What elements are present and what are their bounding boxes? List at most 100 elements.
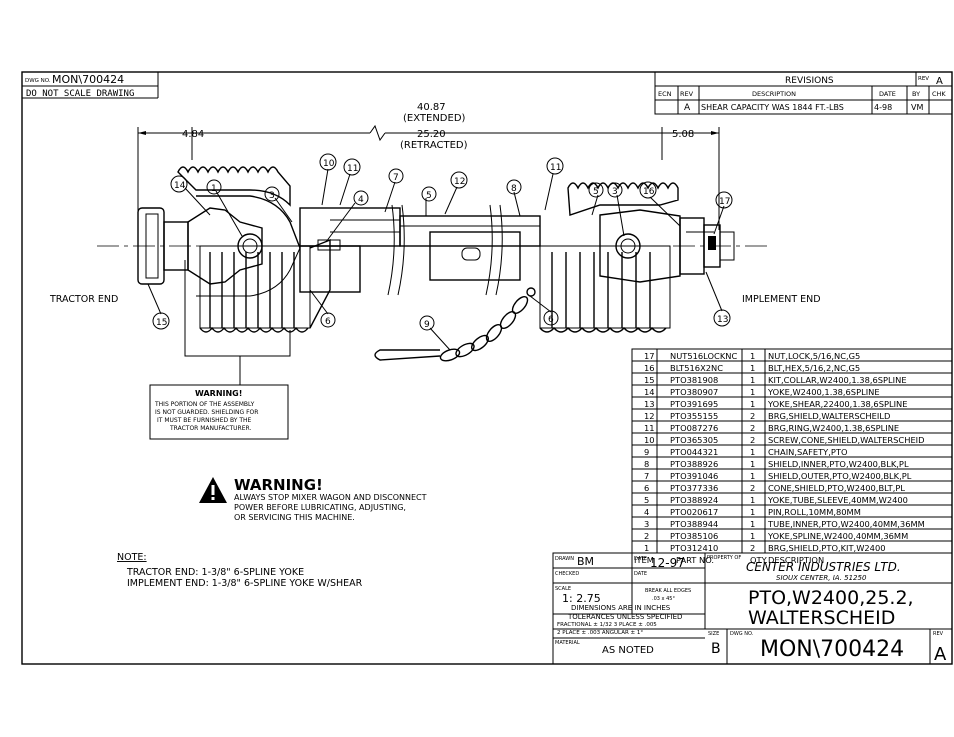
bom-cell: PTO381908 bbox=[670, 375, 718, 385]
bom-cell: 10 bbox=[644, 435, 655, 445]
date-label: DATE bbox=[634, 556, 647, 562]
balloon: 7 bbox=[388, 168, 404, 184]
warning-box: WARNING! THIS PORTION OF THE ASSEMBLY IS… bbox=[149, 384, 289, 440]
material-label: MATERIAL bbox=[555, 640, 580, 646]
drawn-by: BM bbox=[577, 555, 594, 568]
bom-cell: YOKE,SPLINE,W2400,40MM,36MM bbox=[767, 531, 908, 541]
bom-cell: 16 bbox=[644, 363, 655, 373]
size-label: SIZE bbox=[708, 631, 719, 637]
balloon: 8 bbox=[506, 179, 522, 195]
bom-cell: 1 bbox=[750, 519, 755, 529]
rev-header-ecn: ECN bbox=[658, 90, 672, 98]
bom-cell: 7 bbox=[644, 471, 649, 481]
svg-text:9: 9 bbox=[424, 320, 430, 330]
inner-tube bbox=[399, 215, 541, 247]
bom-cell: CONE,SHIELD,PTO,W2400,BLT,PL bbox=[768, 483, 905, 493]
svg-text:11: 11 bbox=[347, 164, 358, 174]
dim-left: 4.84 bbox=[182, 129, 204, 140]
balloon: 17 bbox=[715, 191, 733, 209]
material-value: AS NOTED bbox=[602, 645, 654, 656]
bom-cell: PTO020617 bbox=[670, 507, 718, 517]
bom-cell: BRG,SHIELD,PTO,KIT,W2400 bbox=[768, 543, 886, 553]
bom-cell: 2 bbox=[750, 543, 755, 553]
bom-cell: PTO388924 bbox=[670, 495, 718, 505]
balloon: 5 bbox=[421, 186, 437, 202]
bom-cell: NUT,LOCK,5/16,NC,G5 bbox=[768, 351, 860, 361]
revisions-table: REVISIONS REV A ECN REV DESCRIPTION DATE… bbox=[654, 71, 953, 115]
bom-cell: 1 bbox=[750, 471, 755, 481]
dim-extended-label: (EXTENDED) bbox=[403, 113, 466, 124]
bom-cell: NUT516LOCKNC bbox=[670, 351, 737, 361]
implement-end-label: IMPLEMENT END bbox=[742, 294, 821, 305]
company-name: CENTER INDUSTRIES LTD. bbox=[746, 560, 901, 574]
svg-text:8: 8 bbox=[511, 184, 517, 194]
bom-cell: BRG,SHIELD,WALTERSCHEILD bbox=[768, 411, 890, 421]
drawn-date: 12-97 bbox=[650, 556, 685, 570]
balloon: 11 bbox=[546, 157, 564, 175]
bom-cell: PTO380907 bbox=[670, 387, 718, 397]
bom-cell: 2 bbox=[750, 423, 755, 433]
dwg-number: MON\700424 bbox=[760, 637, 904, 662]
revisions-title: REVISIONS bbox=[785, 76, 834, 86]
svg-text:14: 14 bbox=[174, 181, 186, 191]
bom-header-cell: DESCRIPTION bbox=[768, 555, 824, 565]
balloon: 6 bbox=[543, 310, 559, 326]
bom-cell: PTO377336 bbox=[670, 483, 718, 493]
svg-text:4: 4 bbox=[358, 195, 364, 205]
bom-cell: PTO312410 bbox=[670, 543, 718, 553]
leader-lines bbox=[147, 168, 725, 385]
bom-cell: YOKE,TUBE,SLEEVE,40MM,W2400 bbox=[767, 495, 908, 505]
svg-text:1: 1 bbox=[211, 184, 217, 194]
balloon: 11 bbox=[343, 158, 361, 176]
svg-text:17: 17 bbox=[719, 197, 730, 207]
date2-label: DATE bbox=[634, 571, 647, 577]
right-boot bbox=[539, 245, 671, 329]
outer-shield bbox=[299, 207, 401, 247]
checked-label: CHECKED bbox=[555, 571, 579, 577]
rev-header-rev: REV bbox=[680, 90, 694, 98]
bom-cell: 1 bbox=[750, 363, 755, 373]
balloon: 14 bbox=[170, 175, 188, 193]
bom-cell: PTO365305 bbox=[670, 435, 718, 445]
svg-text:7: 7 bbox=[393, 173, 399, 183]
note-line: TRACTOR END: 1-3/8" 6-SPLINE YOKE bbox=[126, 567, 304, 578]
rev-row-rev: A bbox=[684, 103, 691, 113]
balloon: 1 bbox=[206, 179, 222, 195]
right-cone-shield bbox=[567, 182, 679, 216]
bom-cell: 8 bbox=[644, 459, 649, 469]
bom-cell: 1 bbox=[750, 459, 755, 469]
dimension-lines: 40.87 (EXTENDED) 25.20 (RETRACTED) 4.84 … bbox=[137, 102, 720, 230]
svg-text:13: 13 bbox=[717, 315, 728, 325]
drawn-label: DRAWN bbox=[555, 556, 574, 562]
tractor-end-label: TRACTOR END bbox=[49, 294, 118, 305]
svg-text:3: 3 bbox=[269, 191, 275, 201]
bom-cell: 2 bbox=[644, 531, 649, 541]
svg-text:6: 6 bbox=[325, 317, 331, 327]
balloon: 9 bbox=[419, 315, 435, 331]
bom-cell: 6 bbox=[644, 483, 649, 493]
tolerance-line: 2 PLACE ± .003 ANGULAR ± 1° bbox=[557, 630, 643, 636]
balloon: 6 bbox=[320, 312, 336, 328]
balloon: 15 bbox=[152, 312, 170, 330]
balloon: 3 bbox=[607, 182, 623, 198]
bom-cell: 13 bbox=[644, 399, 655, 409]
bom-cell: 1 bbox=[750, 447, 755, 457]
implement-yoke bbox=[599, 209, 681, 283]
svg-text:5: 5 bbox=[426, 191, 432, 201]
svg-text:6: 6 bbox=[548, 315, 554, 325]
svg-text:10: 10 bbox=[323, 159, 335, 169]
bom-cell: 14 bbox=[644, 387, 655, 397]
svg-text:16: 16 bbox=[643, 187, 655, 197]
rev-row-date: 4-98 bbox=[874, 103, 892, 112]
tractor-yoke bbox=[187, 207, 263, 285]
main-warning-line: POWER BEFORE LUBRICATING, ADJUSTING, bbox=[234, 503, 406, 512]
bom-cell: PTO388926 bbox=[670, 459, 718, 469]
balloon: 13 bbox=[713, 309, 731, 327]
rev-row-desc: SHEAR CAPACITY WAS 1844 FT.-LBS bbox=[701, 103, 844, 112]
main-warning-line: ALWAYS STOP MIXER WAGON AND DISCONNECT bbox=[234, 493, 427, 502]
balloon: 5 bbox=[588, 182, 604, 198]
bom-cell: 1 bbox=[750, 399, 755, 409]
property-label: PROPERTY OF bbox=[707, 555, 741, 561]
